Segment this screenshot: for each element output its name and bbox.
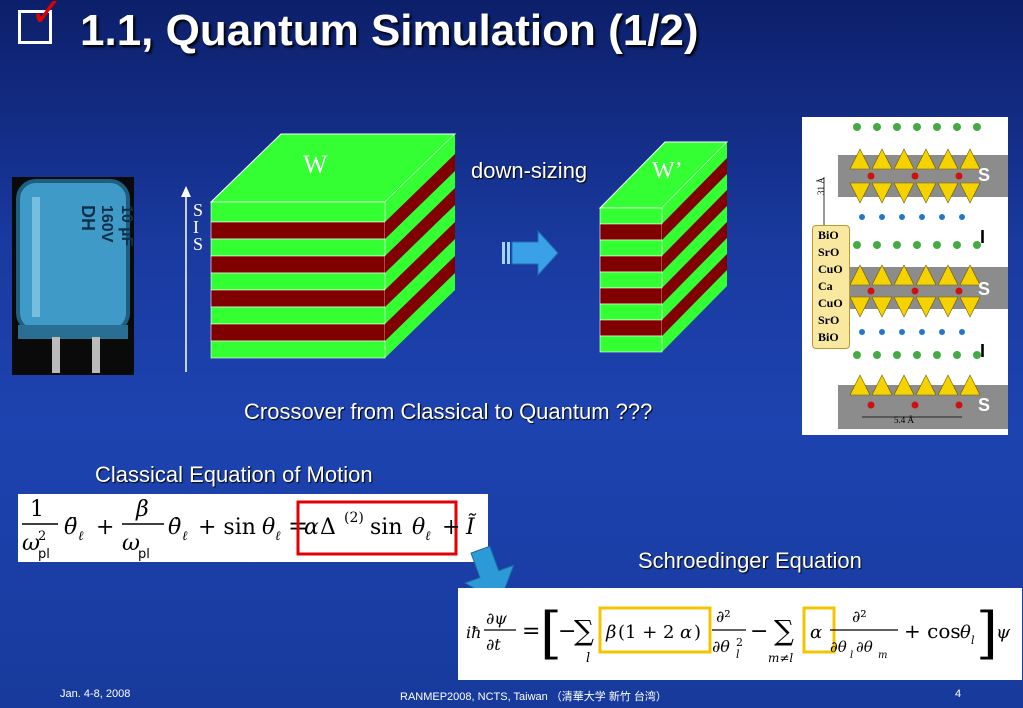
svg-text:ℓ: ℓ	[425, 529, 431, 544]
svg-text:ℓ: ℓ	[275, 529, 281, 544]
dimension-5-4a: 5.4 Å	[894, 415, 914, 425]
check-mark-icon: ✓	[30, 0, 64, 36]
svg-text:α: α	[304, 515, 319, 540]
capacitor-photo: DH 160V 10 µF	[12, 177, 134, 375]
side-label-i2: I	[980, 341, 986, 361]
svg-text:∂t: ∂t	[486, 635, 501, 654]
small-stack-label: W’	[652, 158, 683, 184]
svg-text:=: =	[522, 619, 540, 644]
svg-text:∂²: ∂²	[852, 607, 867, 626]
layer-ca: Ca	[818, 279, 833, 293]
side-label-s1: S	[978, 165, 991, 185]
svg-text:(2): (2)	[344, 510, 364, 526]
svg-text:∂θ: ∂θ	[830, 638, 847, 656]
svg-text:θ: θ	[412, 515, 425, 540]
capacitor-capacitance: 10 µF	[118, 205, 134, 246]
svg-text:]: ]	[976, 601, 998, 666]
svg-text:Ĩ: Ĩ	[465, 512, 477, 540]
svg-text:α: α	[680, 622, 692, 643]
svg-text:[: [	[540, 601, 562, 666]
svg-text:pl: pl	[138, 547, 150, 562]
layer-cuo-2: CuO	[818, 296, 843, 310]
svg-text:β: β	[605, 622, 616, 643]
downsizing-label: down-sizing	[471, 158, 588, 183]
svg-text:θ̈: θ̈	[64, 515, 77, 540]
svg-text:): )	[694, 622, 701, 643]
layer-cuo-1: CuO	[818, 262, 843, 276]
big-stack-label: W	[303, 150, 328, 179]
svg-text:ψ: ψ	[996, 622, 1011, 643]
svg-text:1: 1	[30, 497, 44, 522]
footer-date: Jan. 4-8, 2008	[60, 688, 131, 700]
small-layer-stack	[598, 141, 729, 353]
dimension-31a: 31 Å	[816, 177, 826, 195]
layer-bio-2: BiO	[818, 330, 839, 344]
svg-text:(1 + 2: (1 + 2	[618, 622, 674, 643]
checkbox-icon	[18, 10, 52, 44]
side-label-s3: S	[978, 395, 991, 415]
slide-title: 1.1, Quantum Simulation (1/2)	[80, 6, 699, 55]
big-layer-stack	[209, 133, 457, 359]
svg-text:l: l	[971, 634, 975, 647]
right-arrow-icon	[502, 229, 559, 276]
axis-letter-s2: S	[193, 234, 204, 254]
svg-text:θ: θ	[960, 622, 971, 643]
layer-sro-1: SrO	[818, 245, 840, 259]
footer-page-number: 4	[955, 688, 962, 700]
svg-text:β: β	[135, 497, 149, 522]
axis-letters: S I S	[193, 200, 204, 254]
svg-text:ℓ: ℓ	[182, 529, 188, 544]
svg-text:ℓ: ℓ	[78, 529, 84, 544]
svg-text:∂θ: ∂θ	[712, 637, 730, 656]
svg-text:ω: ω	[22, 531, 40, 556]
crossover-text: Crossover from Classical to Quantum ???	[244, 399, 653, 424]
svg-text:l: l	[850, 650, 853, 661]
svg-text:+: +	[442, 515, 460, 540]
svg-text:Δ: Δ	[320, 515, 336, 540]
axis-letter-s1: S	[193, 200, 204, 220]
svg-text:∑: ∑	[574, 614, 594, 647]
svg-text:l: l	[586, 651, 590, 666]
svg-text:iħ: iħ	[466, 623, 481, 642]
classical-equation: 1 ω 2 pl θ̈ ℓ + β ω pl θ̇ ℓ + sin θ ℓ = …	[18, 494, 488, 562]
classical-heading: Classical Equation of Motion	[95, 462, 373, 487]
svg-text:2: 2	[736, 636, 743, 649]
svg-text:∂θ: ∂θ	[856, 638, 873, 656]
svg-text:−: −	[750, 619, 768, 644]
capacitor-voltage: 160V	[98, 205, 115, 243]
layer-legend: BiO SrO CuO Ca CuO SrO BiO	[812, 225, 850, 349]
layer-bio-1: BiO	[818, 228, 839, 242]
schroedinger-heading: Schroedinger Equation	[638, 548, 862, 573]
side-label-s2: S	[978, 279, 991, 299]
axis-arrow	[181, 186, 191, 372]
svg-text:∂ψ: ∂ψ	[486, 609, 507, 628]
svg-text:α: α	[810, 622, 822, 643]
capacitor-brand: DH	[78, 205, 98, 231]
svg-text:+ sin: + sin	[198, 515, 256, 540]
layer-sro-2: SrO	[818, 313, 840, 327]
svg-text:l: l	[736, 648, 740, 661]
axis-letter-i: I	[193, 217, 199, 237]
svg-text:−: −	[558, 619, 576, 644]
svg-text:ω: ω	[122, 531, 140, 556]
svg-text:sin: sin	[370, 515, 403, 540]
svg-text:∂²: ∂²	[716, 607, 731, 626]
svg-text:+: +	[96, 515, 114, 540]
crystal-structure-figure: BiO SrO CuO Ca CuO SrO BiO 31 Å 5.4 Å S …	[802, 117, 1008, 435]
footer-conference: RANMEP2008, NCTS, Taiwan （清華大学 新竹 台湾）	[400, 691, 667, 703]
svg-text:∑: ∑	[774, 614, 794, 647]
side-label-i1: I	[980, 227, 986, 247]
svg-text:+ cos: + cos	[904, 619, 961, 643]
schroedinger-equation: iħ ∂ψ ∂t = [ − ∑ l β (1 + 2 α ) ∂² ∂θ l …	[458, 588, 1022, 680]
svg-text:m≠l: m≠l	[768, 651, 793, 665]
svg-text:θ: θ	[262, 515, 275, 540]
svg-text:2: 2	[38, 529, 46, 544]
svg-text:θ̇: θ̇	[168, 515, 181, 540]
svg-text:pl: pl	[38, 547, 50, 562]
svg-text:m: m	[878, 650, 887, 661]
